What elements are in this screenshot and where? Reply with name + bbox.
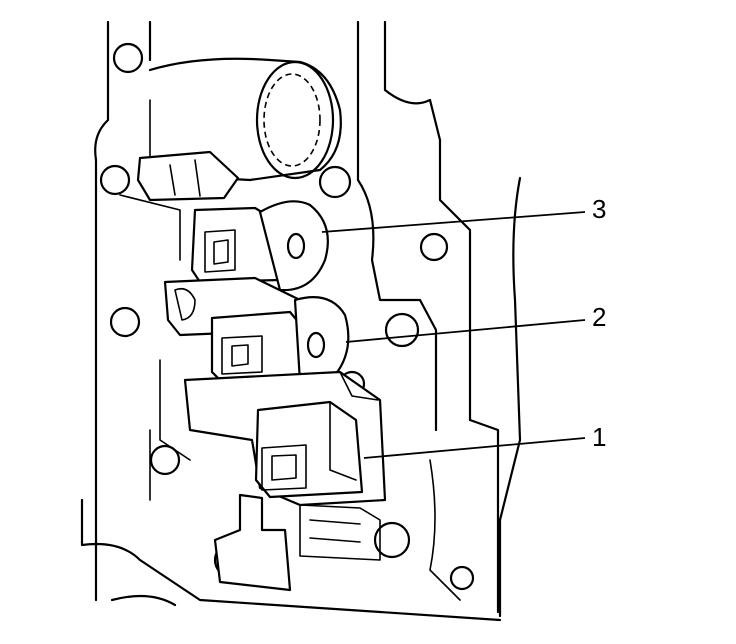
valve-body-housing: [80, 20, 522, 622]
callout-3: 3: [321, 194, 606, 233]
callout-label-3: 3: [592, 194, 606, 224]
callout-1: 1: [363, 422, 606, 459]
callout-leader-3: [321, 211, 586, 233]
bolt-right-small: [419, 232, 449, 262]
callout-2: 2: [345, 302, 606, 343]
bolt-lower-left: [149, 444, 181, 476]
solenoid-1: [183, 370, 387, 507]
wiring-connector-top: [136, 150, 240, 202]
upper-cylinder-boss: [148, 57, 342, 182]
bolt-mid-left: [99, 164, 131, 196]
callout-label-1: 1: [592, 422, 606, 452]
bolt-upper-right: [318, 165, 352, 199]
callout-label-2: 2: [592, 302, 606, 332]
bolt-bottom-right: [449, 565, 475, 591]
bolt-left-mid: [109, 306, 141, 338]
solenoid-2: [163, 276, 350, 387]
mounting-bracket: [213, 493, 381, 592]
callout-leader-2: [345, 319, 586, 343]
callout-leader-1: [363, 437, 586, 459]
bolt-lower-right: [373, 521, 411, 559]
solenoid-3: [190, 200, 329, 292]
bolt-top-left: [112, 42, 144, 74]
bolt-right-mid: [384, 312, 420, 348]
